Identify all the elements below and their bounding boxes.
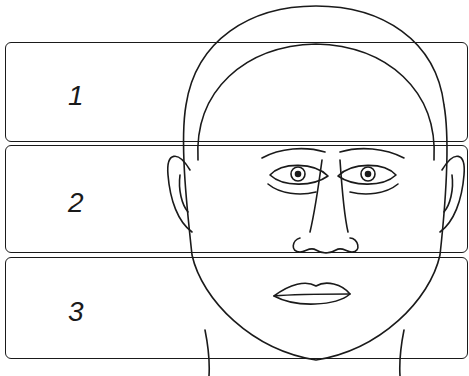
neck-line	[400, 330, 404, 376]
nose	[340, 160, 348, 232]
ear	[440, 156, 464, 232]
mouth	[274, 294, 350, 296]
band-number: 1	[6, 72, 84, 112]
eye-line	[268, 184, 316, 194]
pupil	[296, 172, 301, 177]
head-outline	[184, 6, 447, 360]
band-number: 2	[6, 179, 84, 219]
pupil	[361, 167, 375, 181]
neck-line	[205, 330, 209, 376]
face-band: 1	[5, 42, 468, 142]
nose	[293, 238, 358, 253]
ear	[179, 175, 188, 212]
eyebrow	[340, 149, 404, 158]
eye	[338, 165, 396, 184]
pupil	[366, 172, 371, 177]
eyebrow	[262, 149, 325, 158]
hairline	[198, 44, 434, 160]
pupil	[291, 167, 305, 181]
ear	[444, 175, 453, 212]
nose	[310, 160, 322, 232]
eye-line	[350, 184, 398, 194]
mouth	[274, 283, 350, 304]
ear	[168, 156, 192, 232]
face-band: 2	[5, 145, 468, 253]
band-number: 3	[6, 288, 84, 328]
face-band: 3	[5, 257, 468, 359]
